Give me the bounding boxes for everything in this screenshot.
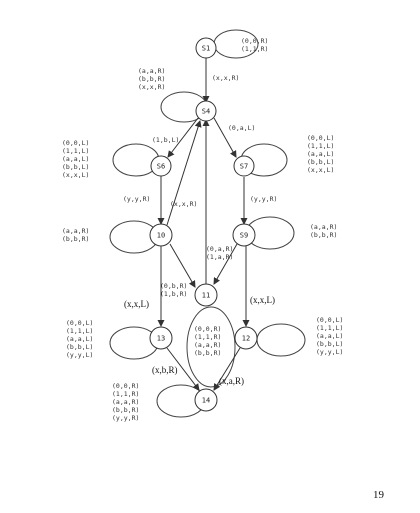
edge-label-s9-s11: (0,a,R) (1,a,R) (206, 245, 233, 261)
svg-text:(b,b,R): (b,b,R) (138, 75, 165, 83)
svg-text:(b,b,R): (b,b,R) (62, 235, 89, 243)
svg-text:(a,a,R): (a,a,R) (112, 398, 139, 406)
svg-text:(b,b,R): (b,b,R) (194, 349, 221, 357)
svg-text:(1,1,L): (1,1,L) (62, 147, 89, 155)
loop-label-s4: (a,a,R) (b,b,R) (x,x,R) (138, 67, 165, 91)
loop-label-s13: (0,0,L) (1,1,L) (a,a,L) (b,b,L) (y,y,L) (66, 319, 93, 359)
svg-text:S9: S9 (240, 232, 248, 240)
svg-text:(0,0,L): (0,0,L) (316, 316, 343, 324)
svg-text:(x,x,L): (x,x,L) (62, 171, 89, 179)
state-s11: 11 (194, 283, 218, 307)
svg-text:(0,0,R): (0,0,R) (241, 37, 268, 45)
svg-text:(x,x,L): (x,x,L) (307, 166, 334, 174)
edge-label-s7-s9: (y,y,R) (250, 195, 277, 203)
edge-label-s4-s6: (1,b,L) (152, 136, 179, 144)
state-s13: 13 (149, 326, 173, 350)
state-s14: 14 (194, 388, 218, 412)
svg-text:(1,1,L): (1,1,L) (66, 327, 93, 335)
svg-text:11: 11 (202, 292, 210, 300)
svg-text:(b,b,R): (b,b,R) (112, 406, 139, 414)
loop-label-s9: (a,a,R) (b,b,R) (310, 223, 337, 239)
svg-text:(a,a,L): (a,a,L) (307, 150, 334, 158)
svg-text:(1,1,R): (1,1,R) (241, 45, 268, 53)
edge-s4-s6 (167, 117, 199, 158)
svg-text:(1,1,L): (1,1,L) (307, 142, 334, 150)
edge-s10-s4 (166, 120, 202, 226)
svg-text:10: 10 (157, 232, 165, 240)
edge-s9-s11 (213, 243, 238, 285)
svg-text:(1,a,R): (1,a,R) (206, 253, 233, 261)
svg-text:(a,a,L): (a,a,L) (66, 335, 93, 343)
self-loop-s11 (186, 306, 236, 388)
edge-label-s1-s4: (x,x,R) (212, 74, 239, 82)
edge-s4-s7 (213, 117, 237, 158)
loop-label-s14: (0,0,R) (1,1,R) (a,a,R) (b,b,R) (y,y,R) (112, 382, 139, 422)
svg-text:(x,x,R): (x,x,R) (138, 83, 165, 91)
state-s12: 12 (234, 326, 258, 350)
svg-text:(0,b,R): (0,b,R) (160, 282, 187, 290)
svg-text:S1: S1 (202, 45, 210, 53)
loop-label-s6: (0,0,L) (1,1,L) (a,a,L) (b,b,L) (x,x,L) (62, 139, 89, 179)
svg-text:S6: S6 (157, 163, 165, 171)
svg-text:(1,1,R): (1,1,R) (112, 390, 139, 398)
svg-text:(b,b,L): (b,b,L) (316, 340, 343, 348)
svg-text:S4: S4 (202, 108, 210, 116)
state-s10: 10 (149, 223, 173, 247)
svg-text:(1,1,L): (1,1,L) (316, 324, 343, 332)
svg-text:12: 12 (242, 335, 250, 343)
svg-text:(b,b,L): (b,b,L) (307, 158, 334, 166)
edge-s12-s14 (213, 347, 241, 391)
state-s9: S9 (232, 223, 256, 247)
svg-text:(a,a,L): (a,a,L) (316, 332, 343, 340)
loop-label-s12: (0,0,L) (1,1,L) (a,a,L) (b,b,L) (y,y,L) (316, 316, 343, 356)
svg-text:(0,0,L): (0,0,L) (62, 139, 89, 147)
edge-label-s10-s4: (x,x,R) (170, 200, 197, 208)
loop-label-s7: (0,0,L) (1,1,L) (a,a,L) (b,b,L) (x,x,L) (307, 134, 334, 174)
edge-label-s6-s10: (y,y,R) (123, 195, 150, 203)
loop-label-s10: (a,a,R) (b,b,R) (62, 227, 89, 243)
edge-s10-s11 (169, 243, 196, 288)
svg-text:(a,a,R): (a,a,R) (194, 341, 221, 349)
svg-text:(b,b,R): (b,b,R) (310, 231, 337, 239)
svg-text:(b,b,L): (b,b,L) (66, 343, 93, 351)
edge-label-s10-s11: (0,b,R) (1,b,R) (160, 282, 187, 298)
state-s6: S6 (150, 155, 172, 177)
svg-text:(0,0,L): (0,0,L) (66, 319, 93, 327)
svg-text:(b,b,L): (b,b,L) (62, 163, 89, 171)
svg-text:(a,a,R): (a,a,R) (310, 223, 337, 231)
edge-s13-s14 (166, 347, 200, 391)
loop-label-s11: (0,0,R) (1,1,R) (a,a,R) (b,b,R) (194, 325, 221, 357)
svg-text:(1,1,R): (1,1,R) (194, 333, 221, 341)
loop-label-s1: (0,0,R) (1,1,R) (241, 37, 268, 53)
svg-text:(0,0,R): (0,0,R) (112, 382, 139, 390)
self-loop-s12 (256, 323, 306, 357)
state-s4: S4 (195, 100, 217, 122)
svg-text:13: 13 (157, 335, 165, 343)
edge-label-s4-s7: (0,a,L) (228, 124, 255, 132)
svg-text:(y,y,L): (y,y,L) (66, 351, 93, 359)
svg-text:(a,a,R): (a,a,R) (138, 67, 165, 75)
svg-text:(y,y,R): (y,y,R) (112, 414, 139, 422)
svg-text:(0,0,R): (0,0,R) (194, 325, 221, 333)
edge-label-s10-s13: (x,x,L) (124, 299, 149, 309)
state-s7: S7 (233, 155, 255, 177)
svg-text:(a,a,R): (a,a,R) (62, 227, 89, 235)
svg-text:S7: S7 (240, 163, 248, 171)
edge-label-s12-s14: (x,a,R) (219, 376, 244, 386)
svg-text:(y,y,L): (y,y,L) (316, 348, 343, 356)
svg-text:(a,a,L): (a,a,L) (62, 155, 89, 163)
svg-text:14: 14 (202, 397, 210, 405)
svg-text:(1,b,R): (1,b,R) (160, 290, 187, 298)
svg-text:(0,a,R): (0,a,R) (206, 245, 233, 253)
svg-text:(0,0,L): (0,0,L) (307, 134, 334, 142)
page-number: 19 (373, 489, 384, 501)
state-s1: S1 (195, 37, 217, 59)
edge-label-s13-s14: (x,b,R) (152, 365, 178, 375)
edge-label-s9-s12: (x,x,L) (250, 295, 275, 305)
